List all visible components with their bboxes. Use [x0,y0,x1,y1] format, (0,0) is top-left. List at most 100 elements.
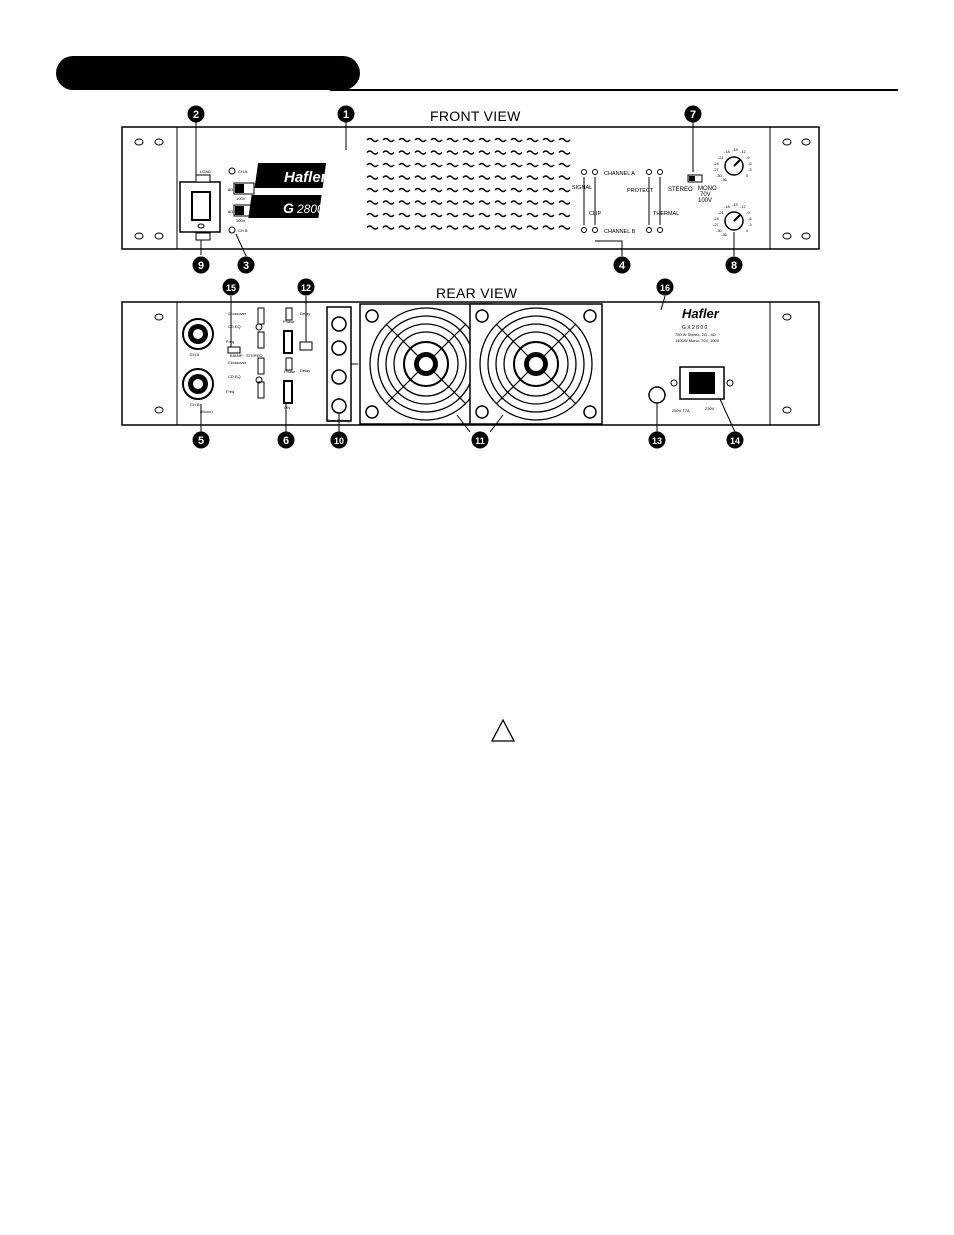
svg-text:-12: -12 [740,204,747,209]
vent-slot [510,187,523,193]
callout-11: 11 [471,431,489,449]
dip-label: 8Ω [228,187,233,192]
ventilation-grille [366,137,571,230]
vent-slot [526,150,539,155]
svg-text:14: 14 [730,436,740,446]
rear-leader-lines [200,295,736,433]
svg-text:-21: -21 [718,155,725,160]
clip-label: CLIP [589,211,602,217]
vent-slot [430,225,443,230]
rear-dip-blocks[interactable] [255,307,293,399]
vent-slot [526,175,539,180]
vent-slot [462,200,475,205]
vent-slot [542,175,555,180]
svg-text:-27: -27 [713,222,720,227]
vent-slot [494,187,507,193]
vent-slot [366,187,379,193]
vent-slot [430,150,443,155]
svg-text:8: 8 [731,260,737,272]
vent-slot [414,150,427,155]
vent-slot [430,187,443,193]
vent-slot [558,225,571,230]
vent-slot [558,187,571,193]
svg-text:Hafler.: Hafler. [284,169,330,186]
vent-slot [526,212,539,218]
breaker[interactable] [195,232,211,241]
vent-slot [494,162,507,168]
vent-slot [366,175,379,180]
warning-triangle-icon [490,718,516,742]
callout-12: 12 [297,278,315,296]
header-rule [330,89,898,91]
vent-slot [494,150,507,155]
vent-slot [462,187,475,193]
led-ch-a [228,167,236,175]
v70-label: 70V [700,192,711,198]
svg-text:CD EQ: CD EQ [228,324,241,329]
vent-slot [382,187,395,193]
xlr-input-b[interactable] [182,368,214,400]
svg-text:15: 15 [226,283,236,293]
vent-slot [478,162,491,168]
dip-label: 100V [236,196,246,201]
speaker-terminals[interactable] [326,306,358,422]
vent-slot [398,225,411,230]
stereo-mono-switch[interactable] [687,174,703,183]
vent-slot [558,175,571,180]
biamp-switch[interactable] [227,346,241,354]
vent-slot [478,212,491,218]
power-inlet[interactable] [670,366,734,400]
vent-slot [446,175,459,180]
svg-text:Delay: Delay [300,311,310,316]
vent-slot [494,212,507,218]
vent-slot [430,137,443,143]
cooling-fan-right [469,303,603,425]
rear-spec-line: 750 W Stereo, 2Ω - 4Ω [675,332,716,337]
svg-text:-21: -21 [718,210,725,215]
callout-4: 4 [613,256,631,274]
xlr-input-a[interactable] [182,318,214,350]
rear-brand-logo: Hafler [682,306,720,321]
gain-knob-a[interactable] [724,156,744,176]
svg-text:G: G [283,200,294,216]
fuse-holder[interactable] [648,386,666,404]
gain-knob-b[interactable] [724,211,744,231]
vent-slot [494,137,507,143]
svg-text:Phase: Phase [283,319,295,324]
load-label: LOAD [200,169,211,174]
vent-slot [430,212,443,218]
vent-slot [446,187,459,193]
dip-label: 100V [236,218,246,223]
vent-slot [382,225,395,230]
svg-text:5: 5 [198,435,204,447]
vent-slot [398,175,411,180]
svg-text:Crossover: Crossover [228,311,247,316]
vent-slot [542,162,555,168]
vent-slot [558,150,571,155]
vent-slot [382,137,395,143]
front-panel: LOAD CH A CH B 8Ω 70V 100V 8Ω 70V 100V H… [121,121,820,257]
callout-6: 6 [277,431,295,449]
vent-slot [414,175,427,180]
front-brand-logo: Hafler. [254,163,330,188]
vent-slot [414,187,427,193]
power-switch[interactable] [179,181,221,233]
vent-slot [462,150,475,155]
vent-slot [558,137,571,143]
svg-text:6: 6 [283,435,289,447]
led-ch-b-label: CH B [238,228,248,233]
load-switch[interactable] [195,174,211,183]
svg-text:9: 9 [198,260,204,272]
vent-slot [558,200,571,205]
svg-text:-24: -24 [713,161,720,166]
vent-slot [526,162,539,168]
svg-text:-3: -3 [748,222,752,227]
vent-slot [478,175,491,180]
led-ch-b [228,226,236,234]
vent-slot [430,175,443,180]
svg-text:2: 2 [193,109,199,121]
vent-slot [382,150,395,155]
vent-slot [494,175,507,180]
vent-slot [414,137,427,143]
vent-slot [366,212,379,218]
